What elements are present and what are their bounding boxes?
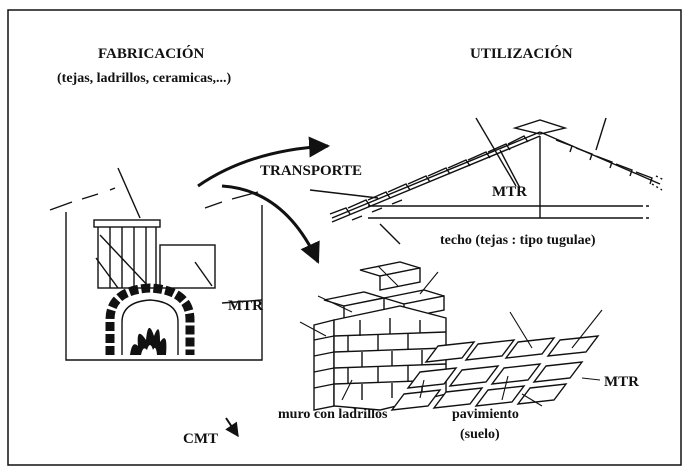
techo-label: techo (tejas : tipo tugulae) xyxy=(440,233,596,248)
mtr-floor-label: MTR xyxy=(604,374,639,390)
cmt-label: CMT xyxy=(183,431,218,447)
muro-label: muro con ladrillos xyxy=(278,407,388,422)
fabricacion-subtitle: (tejas, ladrillos, ceramicas,...) xyxy=(57,71,232,86)
outer-border xyxy=(7,9,682,466)
cmt-arrow xyxy=(225,417,239,438)
mtr-roof-label: MTR xyxy=(492,184,527,200)
suelo-label: (suelo) xyxy=(460,427,500,442)
transport-arrows xyxy=(197,136,331,264)
transporte-label: TRANSPORTE xyxy=(260,163,362,179)
brick-wall-illustration xyxy=(313,261,447,411)
utilizacion-title: UTILIZACIÓN xyxy=(470,45,573,62)
pavimiento-label: pavimiento xyxy=(452,407,519,422)
fabricacion-title: FABRICACIÓN xyxy=(98,45,205,62)
roof-illustration xyxy=(309,117,665,245)
kiln-illustration xyxy=(49,167,263,361)
floor-tiles-illustration xyxy=(390,335,600,411)
pointer-lines xyxy=(299,265,603,407)
